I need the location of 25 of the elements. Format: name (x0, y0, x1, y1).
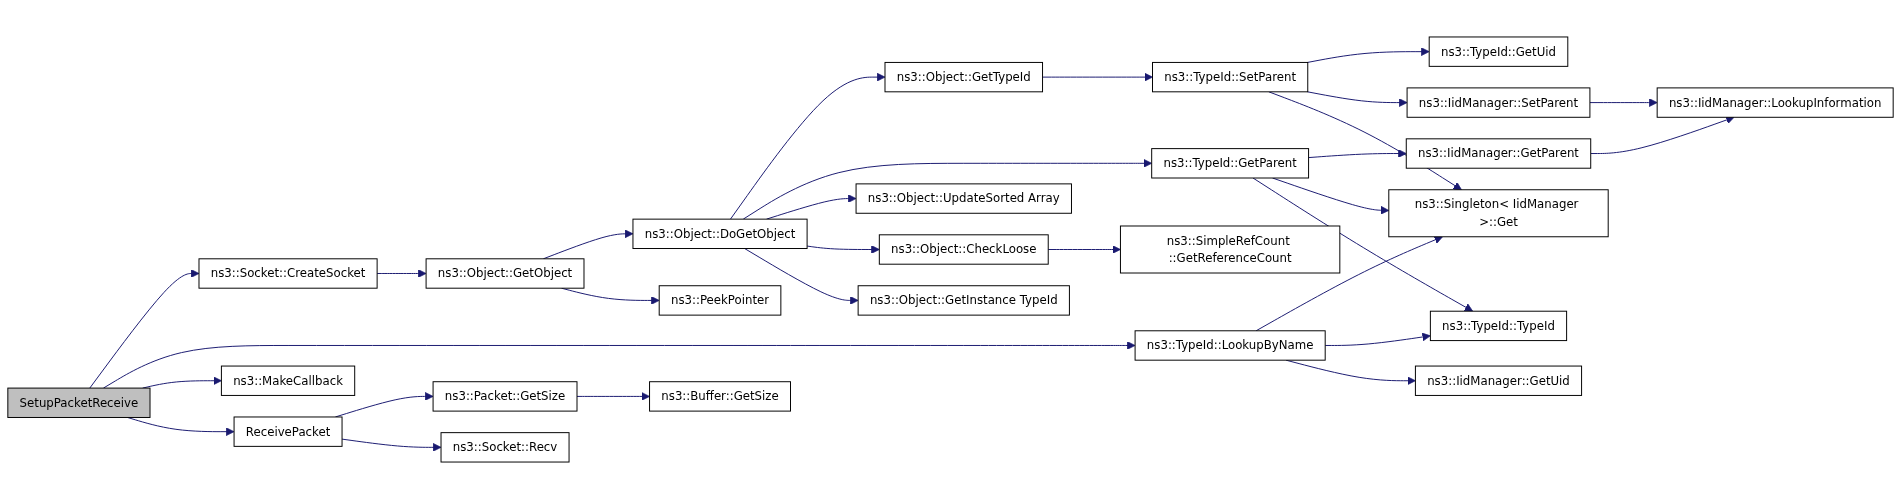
node-box: ReceivePacket (233, 416, 343, 447)
node-box: ns3::Socket::CreateSocket (198, 258, 378, 289)
node-box: ns3::TypeId::TypeId (1429, 310, 1568, 342)
node-box: ns3::Object::UpdateSorted Array (855, 183, 1072, 214)
node-box: ns3::TypeId::GetUid (1428, 36, 1569, 67)
node-box: ns3::IidManager::LookupInformation (1656, 87, 1894, 118)
node-box: ns3::TypeId::SetParent (1152, 61, 1309, 93)
node-box: ns3::Object::GetObject (425, 258, 585, 289)
node-box: ns3::Object::CheckLoose (878, 234, 1049, 265)
node-box: ns3::TypeId::GetParent (1151, 148, 1310, 179)
node-box: ns3::SimpleRefCount ::GetReferenceCount (1119, 225, 1341, 274)
node-box: ns3::Singleton< IidManager >::Get (1388, 189, 1609, 238)
node-box: ns3::TypeId::LookupByName (1134, 330, 1326, 361)
node-box: ns3::PeekPointer (658, 285, 782, 316)
node-box: ns3::Packet::GetSize (432, 381, 578, 412)
node-box: ns3::IidManager::GetUid (1414, 365, 1583, 396)
node-box: ns3::Socket::Recv (440, 432, 570, 463)
node-box: ns3::MakeCallback (220, 365, 356, 396)
node-box: ns3::Object::GetInstance TypeId (857, 285, 1070, 316)
node-box: ns3::Object::GetTypeId (884, 61, 1044, 93)
node-box: ns3::Object::DoGetObject (632, 218, 808, 249)
node-box: ns3::Buffer::GetSize (649, 381, 791, 412)
node-box: ns3::IidManager::SetParent (1406, 87, 1591, 118)
node-box: SetupPacketReceive (7, 387, 151, 418)
node-box: ns3::IidManager::GetParent (1405, 138, 1592, 169)
